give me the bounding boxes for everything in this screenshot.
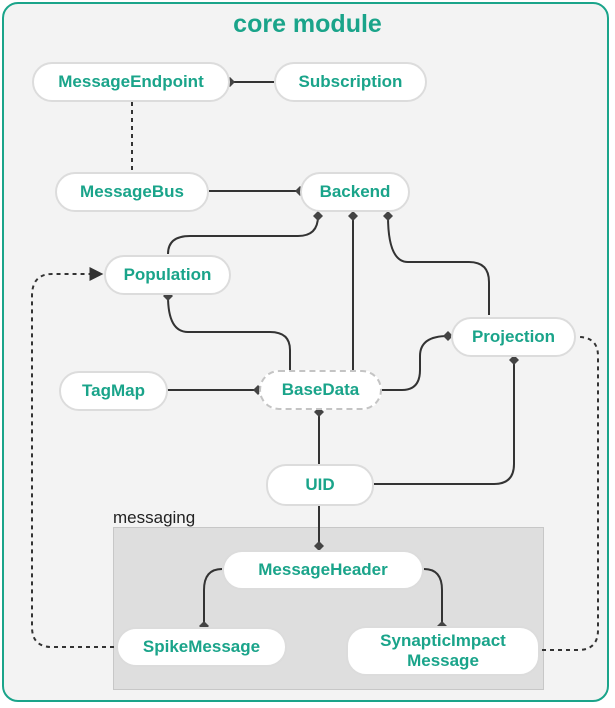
node-projection: Projection <box>451 317 576 357</box>
node-tagmap: TagMap <box>59 371 168 411</box>
diamond-projection-uid <box>509 355 519 365</box>
node-spike-message: SpikeMessage <box>116 627 287 667</box>
diamond-messageheader-uid <box>314 541 324 551</box>
messaging-group-label: messaging <box>113 508 196 527</box>
diamond-backend-population <box>313 211 323 221</box>
node-message-endpoint: MessageEndpoint <box>32 62 230 102</box>
node-message-header: MessageHeader <box>222 550 424 590</box>
node-synaptic-impact-message: SynapticImpact Message <box>346 626 540 676</box>
diamond-projection-basedata <box>443 331 453 341</box>
node-uid: UID <box>266 464 374 506</box>
node-population: Population <box>104 255 231 295</box>
edge-population-backend <box>167 215 319 255</box>
edge-basedata-projection <box>382 335 449 391</box>
diamond-backend-projection <box>383 211 393 221</box>
edge-header-spike <box>203 568 223 626</box>
edge-synaptic-projection-dashed <box>542 336 599 651</box>
diamond-backend-basedata <box>348 211 358 221</box>
edge-uid-projection <box>374 360 515 485</box>
edge-basedata-population <box>167 295 291 370</box>
node-basedata: BaseData <box>259 370 382 410</box>
edge-spike-population-dashed <box>31 267 114 648</box>
node-backend: Backend <box>300 172 410 212</box>
node-subscription: Subscription <box>274 62 427 102</box>
edge-projection-backend <box>387 215 490 315</box>
node-message-bus: MessageBus <box>55 172 209 212</box>
diagram-title: core module <box>233 10 382 38</box>
edge-header-synaptic <box>423 568 443 626</box>
